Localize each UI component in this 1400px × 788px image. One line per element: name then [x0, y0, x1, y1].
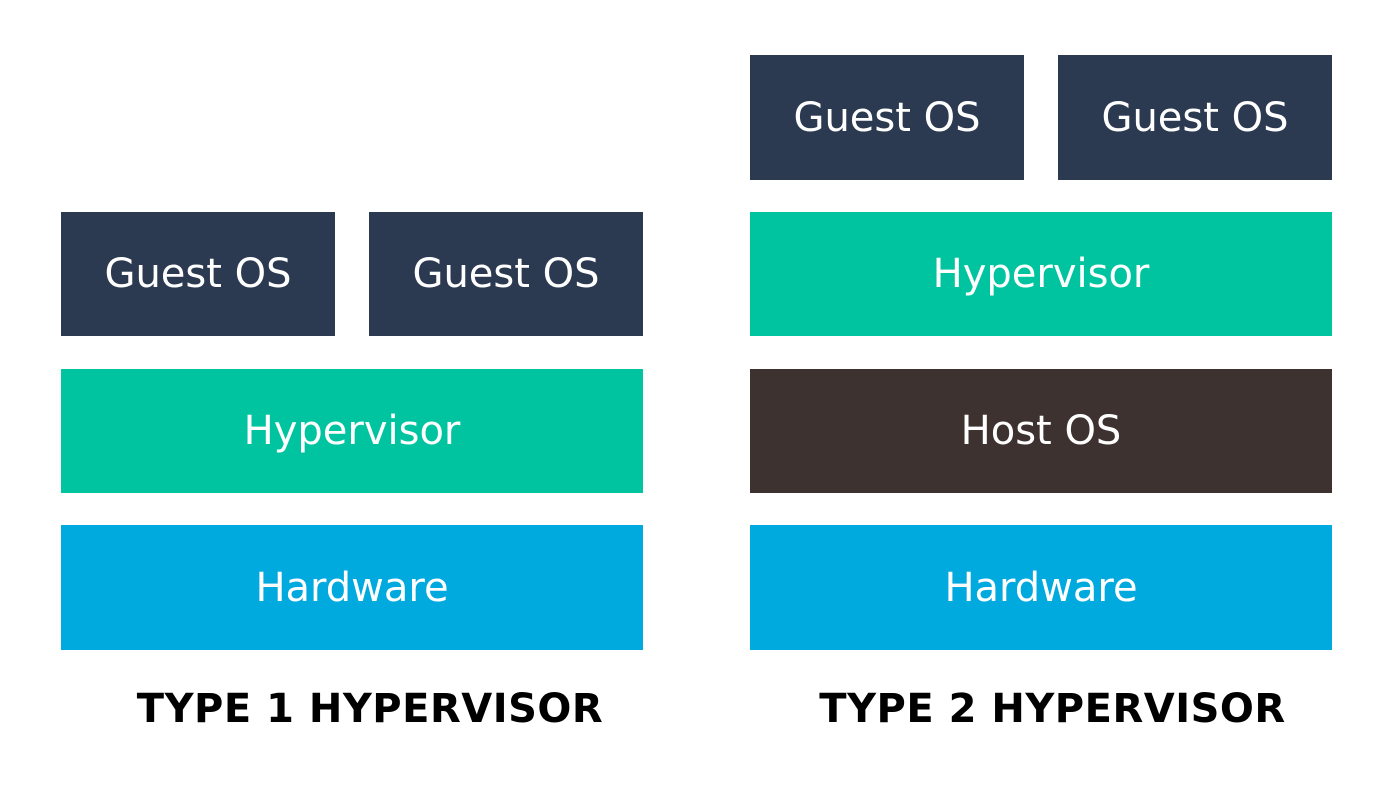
type1-hardware-block: Hardware — [61, 525, 643, 650]
type1-guest-os-label-1: Guest OS — [104, 251, 292, 297]
type2-caption: TYPE 2 HYPERVISOR — [819, 686, 1286, 732]
type1-guest-os-block-2: Guest OS — [369, 212, 643, 336]
type1-guest-os-block-1: Guest OS — [61, 212, 335, 336]
type1-hardware-label: Hardware — [255, 564, 449, 611]
type2-host-os-label: Host OS — [960, 408, 1122, 454]
type2-hardware-block: Hardware — [750, 525, 1332, 650]
type2-guest-os-label-2: Guest OS — [1101, 94, 1289, 141]
type2-hypervisor-label: Hypervisor — [932, 251, 1150, 297]
type2-hardware-label: Hardware — [944, 564, 1138, 611]
type2-host-os-block: Host OS — [750, 369, 1332, 493]
type1-hypervisor-label: Hypervisor — [243, 408, 461, 454]
type2-hypervisor-block: Hypervisor — [750, 212, 1332, 336]
type2-guest-os-block-1: Guest OS — [750, 55, 1024, 180]
type1-caption: TYPE 1 HYPERVISOR — [136, 686, 604, 732]
type2-guest-os-label-1: Guest OS — [793, 94, 981, 141]
type1-hypervisor-block: Hypervisor — [61, 369, 643, 493]
type1-guest-os-label-2: Guest OS — [412, 251, 600, 297]
type2-guest-os-block-2: Guest OS — [1058, 55, 1332, 180]
